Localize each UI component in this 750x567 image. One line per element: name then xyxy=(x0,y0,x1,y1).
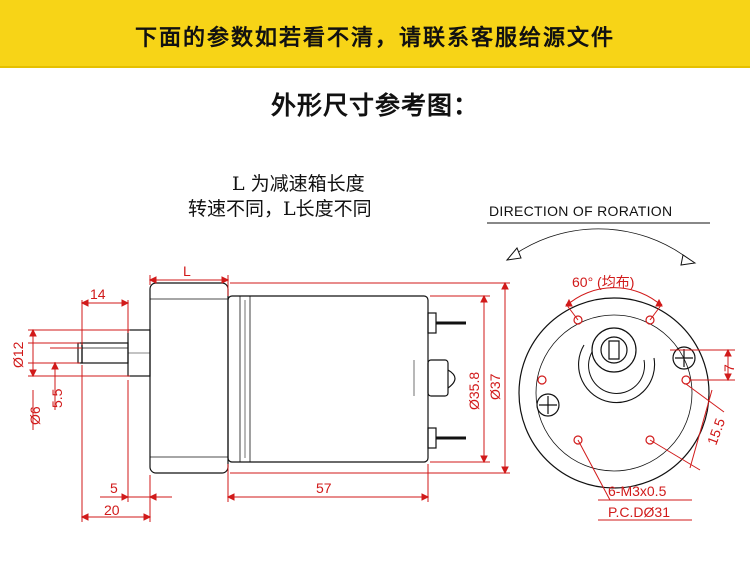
motor-can xyxy=(227,295,429,463)
top-banner: 下面的参数如若看不清，请联系客服给源文件 xyxy=(0,0,750,68)
dim-screw-spec: 6-M3x0.5 xyxy=(608,483,667,499)
motor-front-view xyxy=(518,297,710,489)
rotation-arrow-right xyxy=(680,254,697,266)
motor-side-view xyxy=(77,282,466,474)
side-view-dimensions xyxy=(28,275,510,522)
note-gearbox-length: L 为减速箱长度 xyxy=(232,173,365,195)
rotation-arc xyxy=(506,228,691,261)
dim-d6: Ø6 xyxy=(27,406,43,425)
dim-14: 14 xyxy=(90,286,106,302)
front-view-dimensions xyxy=(565,287,735,521)
dim-15-5: 15.5 xyxy=(704,416,728,447)
shaft-boss-circle xyxy=(591,327,637,373)
page-title: 外形尺寸参考图： xyxy=(270,91,479,120)
dim-l: L xyxy=(183,263,191,279)
dim-5-5: 5.5 xyxy=(49,388,65,408)
front-outer-circle xyxy=(518,297,710,489)
dim-57: 57 xyxy=(316,480,332,496)
dim-60-degree: 60° (均布) xyxy=(572,274,634,290)
dim-d12: Ø12 xyxy=(10,341,26,368)
mounting-holes xyxy=(537,315,691,445)
dim-d37: Ø37 xyxy=(487,373,503,400)
banner-text: 下面的参数如若看不清，请联系客服给源文件 xyxy=(134,26,615,51)
note-length-varies: 转速不同，L长度不同 xyxy=(188,198,372,220)
dim-7: 7 xyxy=(721,364,737,372)
output-shaft xyxy=(81,342,129,364)
gearbox-body xyxy=(149,282,229,474)
rotation-arrow-left xyxy=(505,247,522,261)
direction-label: DIRECTION OF RORATION xyxy=(489,203,673,219)
dim-5: 5 xyxy=(110,480,118,496)
dim-20: 20 xyxy=(104,502,120,518)
dim-pcd: P.C.DØ31 xyxy=(608,504,670,520)
dim-d35-8: Ø35.8 xyxy=(466,372,482,410)
